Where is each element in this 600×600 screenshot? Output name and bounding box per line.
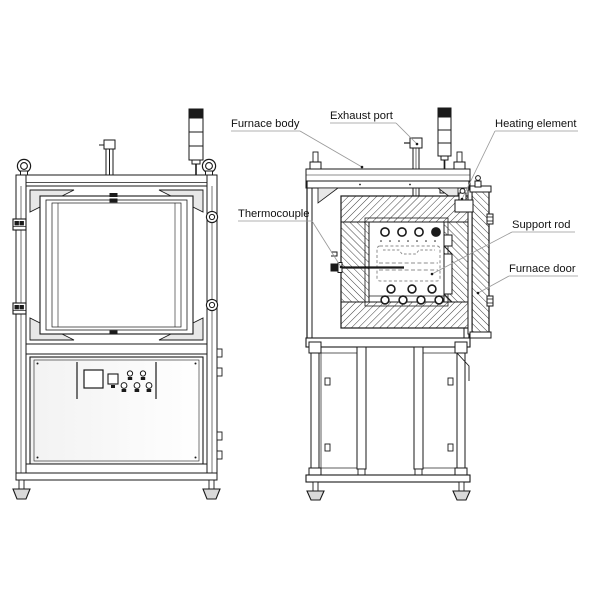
leader-furnace-body-2 — [299, 130, 363, 168]
label-furnace-body: Furnace body — [231, 118, 300, 130]
leader-dot-thermocouple — [339, 265, 343, 269]
leveling-foot-front-right — [202, 479, 221, 500]
push-button-cluster — [120, 382, 153, 392]
leader-heating-element-2 — [461, 130, 496, 200]
hmi-display-screen — [83, 369, 104, 389]
leader-exhaust-port-2 — [395, 122, 418, 145]
element-trace-dots — [380, 240, 436, 242]
leveling-foot-side-left — [306, 481, 325, 501]
label-exhaust-port: Exhaust port — [330, 110, 394, 122]
label-heating-element: Heating element — [495, 118, 577, 130]
lifting-eye-side-left — [309, 151, 322, 170]
upper-crossbeam-front — [15, 174, 218, 187]
leader-dot-exhaust-port — [415, 142, 419, 146]
leveling-foot-front-left — [12, 479, 31, 500]
door-hinge-side-lower — [486, 295, 494, 307]
door-latch-front-upper[interactable] — [205, 210, 219, 224]
tower-light-front — [188, 108, 204, 175]
base-plinth-front — [15, 463, 218, 481]
door-hinge-side-upper — [486, 213, 494, 225]
furnace-body-section — [340, 195, 473, 329]
leader-endpoints — [339, 142, 480, 295]
leader-furnace-door-2 — [477, 275, 510, 294]
furnace-door-front[interactable] — [39, 193, 194, 335]
lifting-eye-right-icon — [201, 158, 217, 177]
control-cabinet-front — [29, 356, 204, 465]
stand-frame-side — [305, 337, 471, 483]
temperature-controller-display — [107, 373, 119, 388]
leader-support-rod-2 — [431, 231, 513, 275]
heating-element-row-mid — [386, 284, 437, 294]
furnace-door-side[interactable] — [467, 175, 494, 339]
support-rod — [443, 234, 453, 303]
leveling-foot-side-right — [452, 481, 471, 501]
hinge-front-upper — [12, 218, 27, 231]
lifting-eye-side-right — [453, 151, 466, 170]
leader-dot-furnace-body — [360, 165, 364, 169]
label-thermocouple: Thermocouple — [238, 208, 310, 220]
exhaust-stub-front — [99, 139, 116, 175]
label-support-rod: Support rod — [512, 219, 570, 231]
leader-dot-heating-element — [460, 197, 464, 201]
heating-element-row-top — [380, 227, 441, 237]
hinge-front-lower — [12, 302, 27, 315]
leader-dot-support-rod — [430, 272, 434, 276]
callout-labels: Furnace body Exhaust port Heating elemen… — [231, 110, 577, 275]
side-section-view — [305, 107, 494, 501]
side-port-front — [216, 348, 223, 460]
indicator-lamp-cluster — [126, 370, 147, 380]
leader-thermocouple-2 — [311, 220, 342, 268]
door-latch-front-lower[interactable] — [205, 298, 219, 312]
label-furnace-door: Furnace door — [509, 263, 576, 275]
leader-dot-furnace-door — [476, 291, 480, 295]
lifting-eye-left-icon — [16, 158, 32, 177]
leader-lines — [231, 122, 578, 294]
front-view — [12, 108, 223, 500]
workpiece-outline — [376, 245, 441, 282]
mid-rail-front — [25, 343, 208, 355]
